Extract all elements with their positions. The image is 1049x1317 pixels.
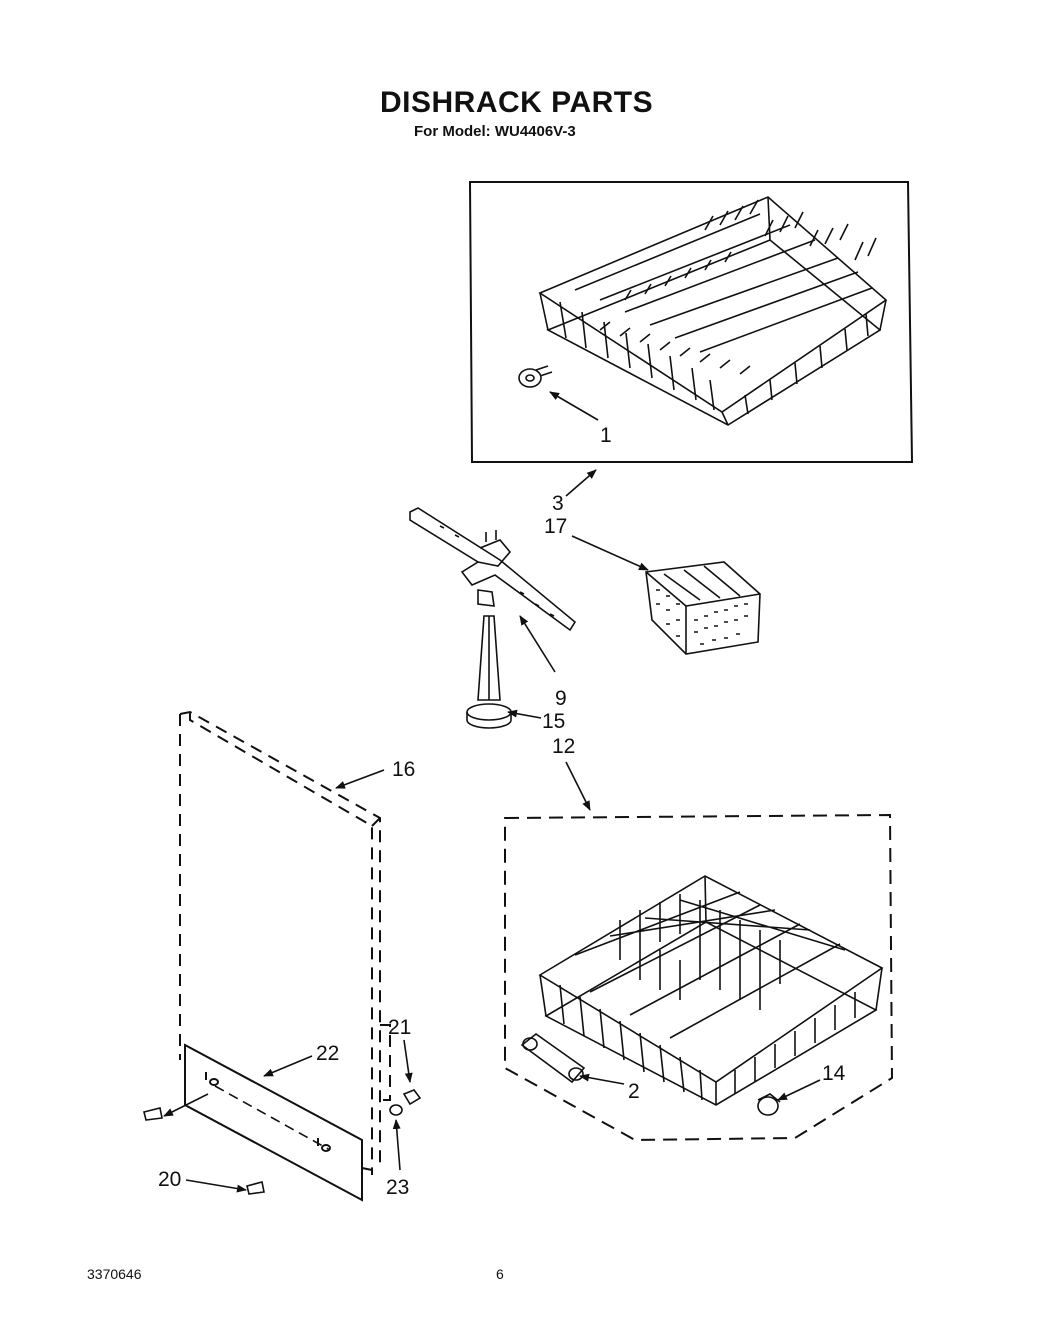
callout-21: 21 <box>388 1016 411 1039</box>
spray-arm-illustration <box>409 507 577 632</box>
page-title: DISHRACK PARTS <box>380 86 654 119</box>
page-number: 6 <box>496 1266 504 1282</box>
callout-1: 1 <box>600 424 612 447</box>
callout-23: 23 <box>386 1176 409 1199</box>
leader-lines <box>163 391 821 1193</box>
rack-stop-illustration <box>757 1093 781 1116</box>
silverware-basket-illustration <box>645 561 761 655</box>
callout-3: 3 <box>552 492 564 515</box>
callout-20: 20 <box>158 1168 181 1191</box>
lower-roller-bracket-illustration <box>520 1033 586 1084</box>
callout-17: 17 <box>544 515 567 538</box>
panel-hidden-line <box>214 1085 331 1151</box>
access-panel-illustration <box>184 1043 373 1202</box>
spray-tube-illustration <box>466 615 512 729</box>
upper-rack-box <box>468 181 914 463</box>
lower-rack-box <box>504 813 894 1142</box>
callout-9: 9 <box>555 687 567 710</box>
screw-illustration <box>143 1107 265 1195</box>
lower-rack-illustration <box>538 875 884 1106</box>
callout-16: 16 <box>392 758 415 781</box>
callout-14: 14 <box>822 1062 846 1085</box>
callout-12: 12 <box>552 735 575 758</box>
door-panel-illustration <box>179 710 391 1175</box>
document-number: 3370646 <box>87 1266 142 1282</box>
callout-15: 15 <box>542 710 565 733</box>
model-subtitle: For Model: WU4406V-3 <box>414 123 576 140</box>
rack-roller-illustration <box>518 365 553 388</box>
callout-22: 22 <box>316 1042 339 1065</box>
nut-washer-illustration <box>389 1089 422 1116</box>
callout-2: 2 <box>628 1080 640 1103</box>
upper-rack-illustration <box>538 196 888 426</box>
